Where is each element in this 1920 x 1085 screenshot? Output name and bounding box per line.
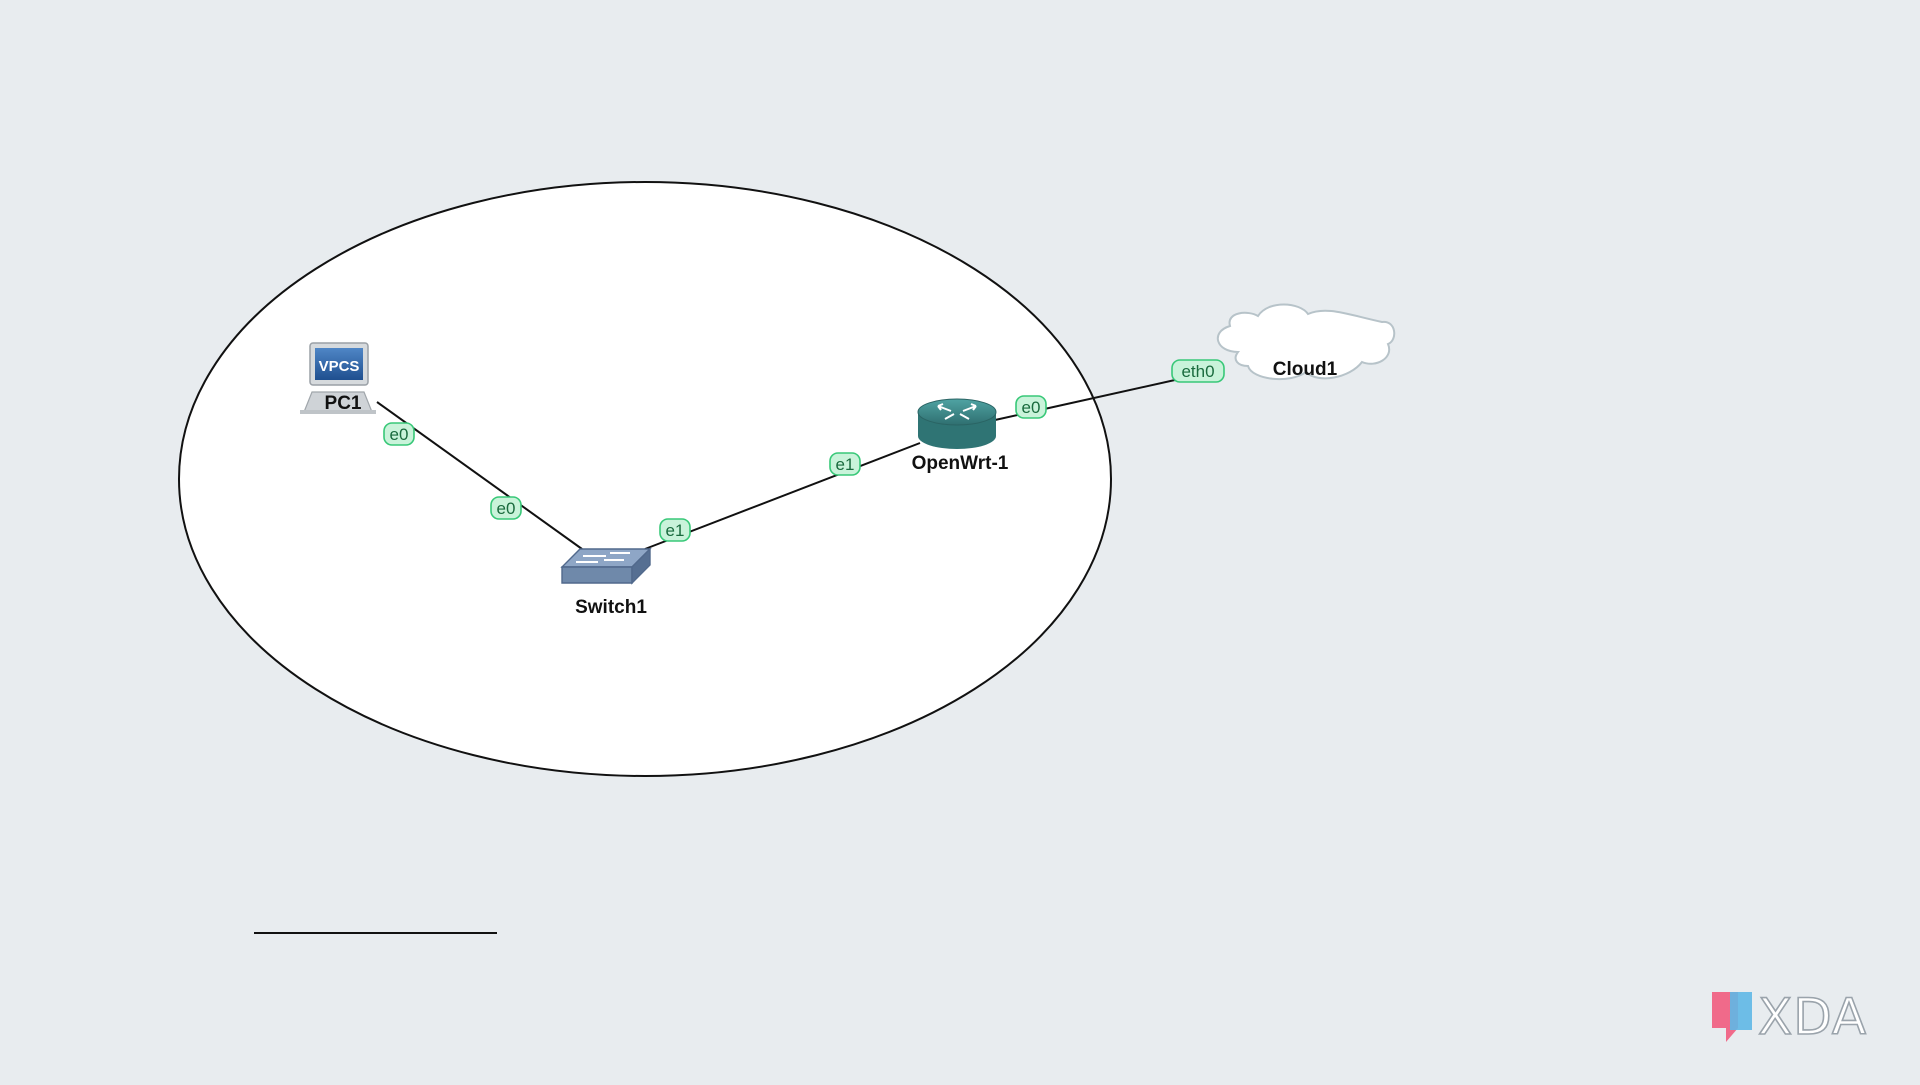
node-label-pc1: PC1 (325, 393, 362, 414)
link-switch1-openwrt[interactable] (644, 442, 921, 550)
svg-text:e0: e0 (390, 425, 409, 444)
port-label-openwrt-e0[interactable]: e0 (1015, 395, 1047, 419)
ethernet-switch-icon (560, 547, 652, 585)
port-label-cloud1-eth0[interactable]: eth0 (1171, 359, 1225, 383)
node-switch1[interactable]: Switch1 (560, 547, 652, 618)
port-label-switch1-e0[interactable]: e0 (490, 496, 522, 520)
node-label-switch1: Switch1 (575, 597, 647, 618)
node-label-openwrt: OpenWrt-1 (912, 453, 1009, 474)
cloud-icon (1216, 303, 1396, 381)
svg-text:e1: e1 (836, 455, 855, 474)
svg-text:e0: e0 (497, 499, 516, 518)
ellipse-annotation[interactable] (178, 181, 1112, 777)
xda-logo-icon (1712, 992, 1752, 1042)
vpcs-laptop-icon: VPCS (300, 342, 376, 414)
node-openwrt[interactable]: OpenWrt-1 (912, 398, 1009, 474)
router-icon (917, 398, 997, 449)
node-cloud1[interactable]: Cloud1 (1216, 303, 1396, 381)
vpcs-screen-text: VPCS (319, 358, 360, 375)
svg-text:e0: e0 (1022, 398, 1041, 417)
node-label-cloud1: Cloud1 (1273, 359, 1338, 380)
port-label-switch1-e1[interactable]: e1 (659, 518, 691, 542)
xda-watermark: XDA (1712, 987, 1867, 1047)
svg-text:eth0: eth0 (1181, 362, 1214, 381)
port-label-pc1-e0[interactable]: e0 (383, 422, 415, 446)
watermark-text: XDA (1758, 988, 1867, 1046)
svg-text:e1: e1 (666, 521, 685, 540)
port-label-openwrt-e1[interactable]: e1 (829, 452, 861, 476)
node-pc1[interactable]: VPCS PC1 (300, 342, 376, 414)
